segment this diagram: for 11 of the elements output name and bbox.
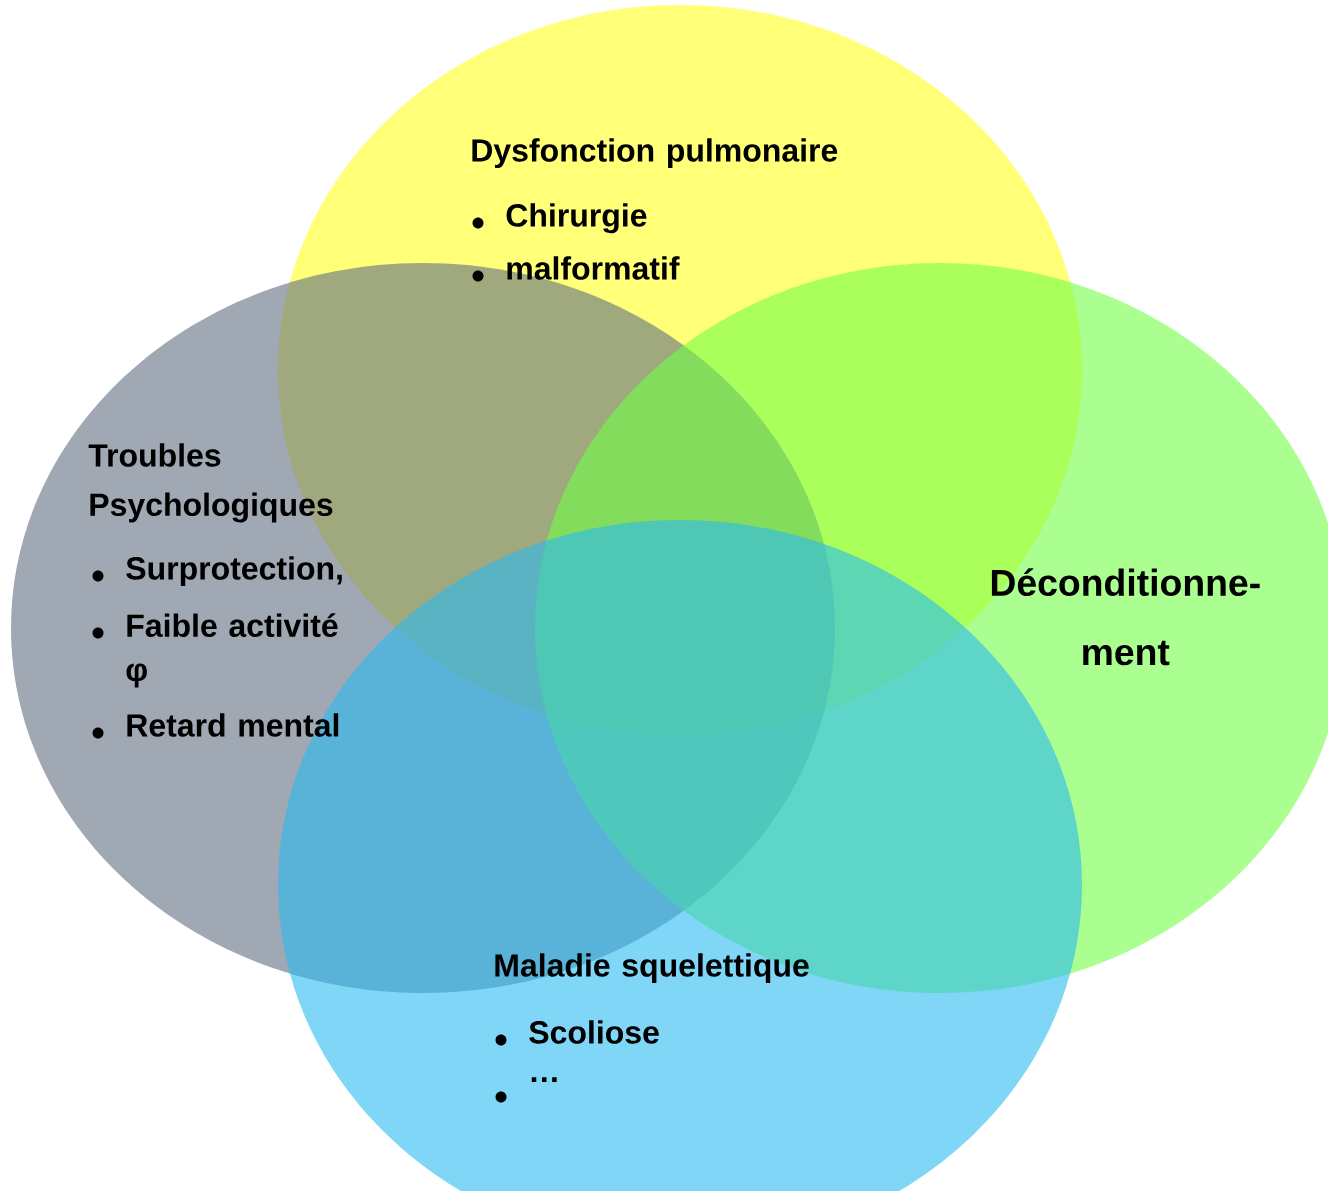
bullet-item: Faible activité φ <box>92 613 338 688</box>
bullet-item: Retard mental <box>92 713 339 739</box>
bullet-item: … <box>495 1077 557 1103</box>
bullet-item: Chirurgie <box>472 203 647 234</box>
heading: Dysfonction pulmonaire <box>472 138 838 169</box>
bullet-item: malformatif <box>472 256 680 282</box>
heading: Maladie squelettique <box>495 953 809 984</box>
bullet-item: Surprotection, <box>92 556 342 587</box>
heading: Déconditionne- ment <box>991 568 1260 666</box>
bullet-item: Scoliose <box>495 1020 659 1046</box>
heading: Troubles Psychologiques <box>88 443 333 523</box>
